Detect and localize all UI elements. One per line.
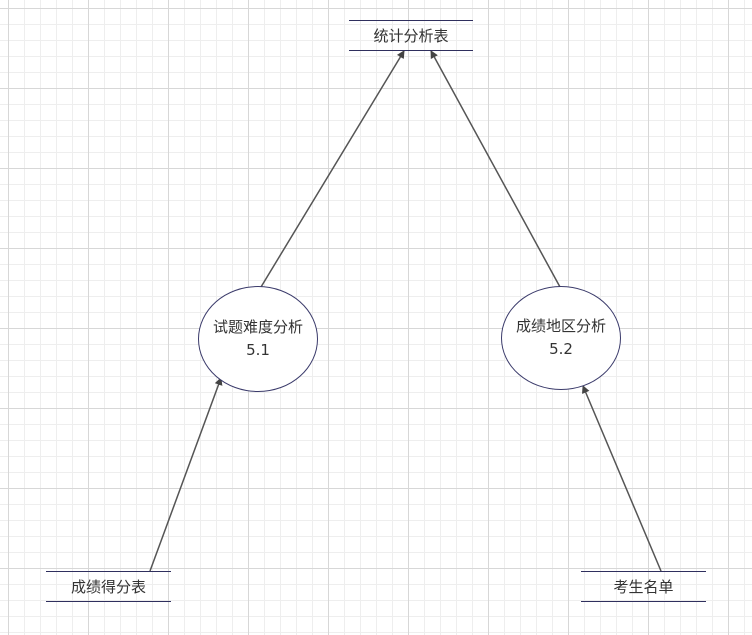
process-region-analysis[interactable]: 成绩地区分析 5.2 <box>501 286 621 390</box>
flow-arrow-examinees-to-region[interactable] <box>582 385 662 572</box>
flow-arrow-difficulty-to-stats[interactable] <box>260 50 405 288</box>
flow-arrow-scores-to-difficulty[interactable] <box>149 377 223 572</box>
process-region-id: 5.2 <box>549 340 573 358</box>
data-store-stats-table[interactable]: 统计分析表 <box>349 20 473 51</box>
process-region-name: 成绩地区分析 <box>515 317 606 335</box>
data-store-score-table[interactable]: 成绩得分表 <box>46 571 171 602</box>
process-difficulty-id: 5.1 <box>246 341 270 359</box>
data-store-score-table-label: 成绩得分表 <box>70 578 146 596</box>
process-difficulty-analysis[interactable]: 试题难度分析 5.1 <box>198 286 318 392</box>
data-store-examinee-list[interactable]: 考生名单 <box>581 571 706 602</box>
process-difficulty-name: 试题难度分析 <box>212 318 303 336</box>
data-store-stats-table-label: 统计分析表 <box>373 27 449 45</box>
flow-arrow-region-to-stats[interactable] <box>430 50 561 288</box>
data-store-examinee-list-label: 考生名单 <box>613 578 674 596</box>
